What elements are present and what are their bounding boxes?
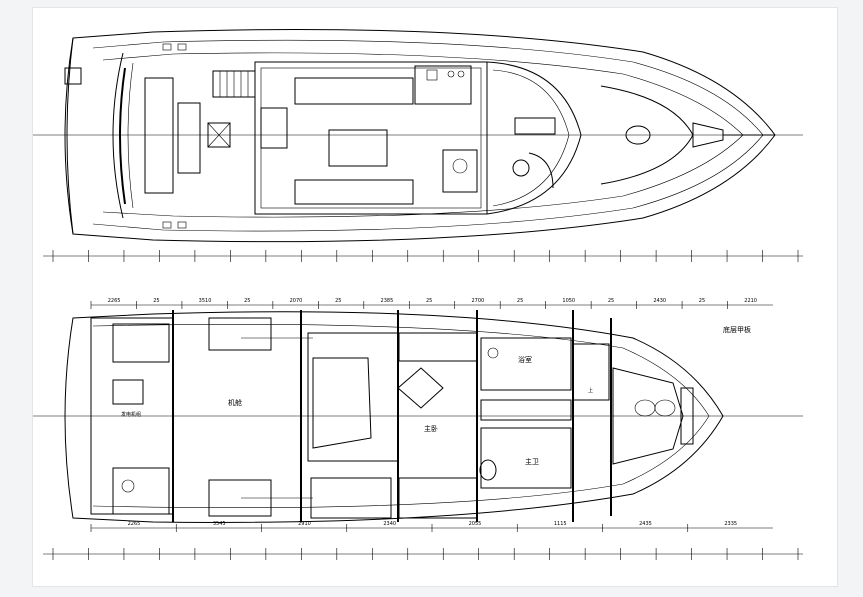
dim-bottom-value: 2910 [298,521,311,527]
dim-top-value: 25 [244,298,250,304]
stern-cleat [64,67,82,85]
dims-top: 2265 25 3510 25 2070 25 2385 25 2700 25 1050 25 2430… [90,298,757,309]
transom-upper [66,37,74,235]
dim-top-value: 25 [699,298,705,304]
crew-cabin-aft [112,467,170,515]
galley-sink [426,69,438,81]
vip-basin [487,347,499,359]
drawing-sheet: 2265 25 3510 25 2070 25 2385 25 2700 25 1050 25 2430… [33,8,837,586]
vip-closet [572,343,610,401]
cleat-2 [177,43,187,51]
guest-cabin-outline [480,427,572,489]
dim-bottom-value: 3545 [213,521,226,527]
crew-toilet [121,479,135,493]
label-power: 发电机组 [121,411,141,418]
hull-inner-line-1 [92,39,764,232]
dim-top-value: 25 [517,298,523,304]
salon-table [328,129,388,167]
salon-enclosure [254,61,488,215]
stairs-steps [219,71,249,97]
aft-hatch [207,122,231,148]
cleat-1 [162,43,172,51]
salon-inner [260,67,482,209]
hull-outline-upper [64,29,776,243]
dim-top-value: 25 [608,298,614,304]
helm-wheel [512,159,530,177]
vip-pillow-2 [654,399,676,417]
dim-top-value: 3510 [199,298,212,304]
dim-bottom-value: 2340 [383,521,396,527]
label-engine-room: 机舱 [228,398,242,407]
vip-bath [480,337,572,391]
dashboard [514,117,556,135]
dim-top-value: 1050 [562,298,575,304]
windshield-frame [486,61,582,215]
dim-top-value: 2385 [381,298,394,304]
storage-lower [398,477,478,519]
ruler-upper [43,250,803,262]
dim-top-value: 2210 [744,298,757,304]
lower-deck-plan: 2265 25 3510 25 2070 25 2385 25 2700 25 1050 25 2430… [33,298,803,532]
crew-wc [112,379,144,405]
salon-sofa-port [294,77,414,105]
aft-settee [144,77,174,194]
dims-bottom: 2265 3545 2910 2340 2055 1115 2435 2335 [90,521,737,532]
cleat-4 [177,221,187,229]
galley-counter [414,65,472,105]
dim-top-value: 25 [426,298,432,304]
cooktop-burner-2 [457,70,465,78]
stair-lower [398,332,478,362]
label-up: 上 [588,387,593,394]
hull-inner-lower [92,324,710,508]
dim-top-value: 2070 [290,298,303,304]
helm-station [442,149,478,193]
dim-top-value: 2430 [653,298,666,304]
cooktop-burner-1 [447,70,455,78]
label-bottom-deck: 底层甲板 [723,325,751,334]
label-master-cabin: 主卧 [424,424,438,433]
vip-bed [612,367,684,465]
cleat-3 [162,221,172,229]
dim-bottom-value: 2055 [469,521,482,527]
dim-top-value: 25 [335,298,341,304]
vip-pillow-1 [634,399,656,417]
dim-top-value: 2700 [471,298,484,304]
guest-toilet [479,459,497,481]
salon-chair [260,107,288,149]
hatch-cross-2 [207,122,231,148]
helm-seat [452,158,468,174]
companion-seat [528,152,554,189]
dim-top-value: 2265 [108,298,121,304]
aft-bench-inner [127,62,134,209]
ruler-lower [43,548,803,560]
salon-sofa-starboard [294,179,414,205]
skylight [397,367,444,409]
deck-hatch [625,125,651,145]
dim-bottom-value: 1115 [554,521,567,527]
hull-outline-lower [64,311,724,523]
dim-top-value: 25 [153,298,159,304]
label-main-bath: 主卫 [525,457,539,466]
windshield-inner [492,69,570,207]
yacht-deck-plans: 2265 25 3510 25 2070 25 2385 25 2700 25 1050 25 2430… [33,29,803,560]
chain-locker [680,387,694,445]
label-bath: 浴室 [518,355,532,364]
dim-bottom-value: 2335 [724,521,737,527]
aft-bench-outer [112,52,124,219]
bow-anchor-plate [692,122,724,148]
crew-bunk [112,323,170,363]
master-wardrobe [310,477,392,519]
master-cabin-outline [307,332,399,462]
aft-table [177,102,201,174]
master-bed [312,357,372,449]
dim-bottom-value: 2265 [128,521,141,527]
stair-forward [480,399,572,421]
engine-port [208,317,272,351]
dim-bottom-value: 2435 [639,521,652,527]
aft-bench-pattern [119,67,126,205]
main-deck-plan [33,29,803,243]
